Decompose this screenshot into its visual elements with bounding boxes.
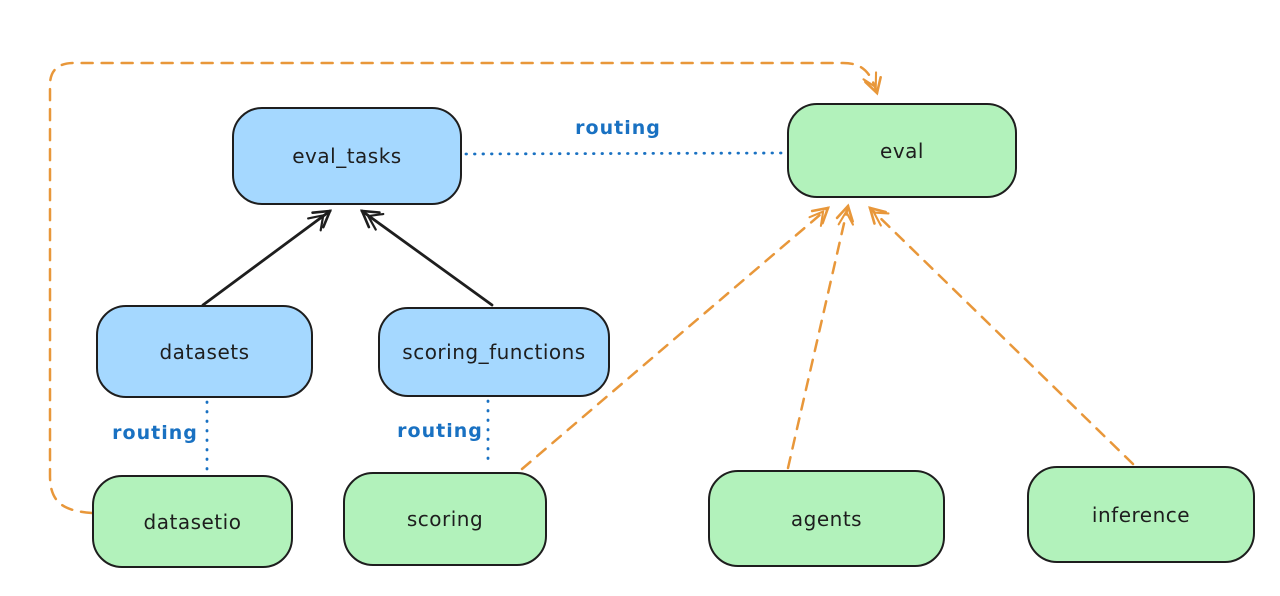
node-scoring-label: scoring <box>406 507 484 531</box>
node-scoring-functions: scoring_functions <box>378 307 610 397</box>
node-eval: eval <box>787 103 1017 198</box>
edge-label-routing-eval-tasks-eval: routing <box>575 117 661 139</box>
node-datasets-label: datasets <box>159 339 250 364</box>
node-datasetio: datasetio <box>92 475 293 568</box>
edge-datasetio-to-eval-loop <box>48 61 882 515</box>
node-datasetio-label: datasetio <box>143 509 242 534</box>
edge-eval-tasks-to-eval-routing <box>464 151 785 156</box>
node-eval-tasks-label: eval_tasks <box>292 144 402 168</box>
edge-agents-to-eval <box>786 203 855 470</box>
node-inference-label: inference <box>1091 502 1191 527</box>
node-eval-tasks: eval_tasks <box>232 107 462 205</box>
node-scoring: scoring <box>343 472 547 566</box>
node-agents-label: agents <box>790 506 863 531</box>
edge-label-routing-datasets-datasetio: routing <box>112 422 198 444</box>
node-inference: inference <box>1027 466 1255 563</box>
edge-label-routing-scoring-functions-scoring: routing <box>397 420 483 442</box>
edge-datasets-to-eval-tasks <box>201 209 333 307</box>
node-datasets: datasets <box>96 305 313 398</box>
node-agents: agents <box>708 470 945 567</box>
node-eval-label: eval <box>880 138 924 163</box>
node-scoring-functions-label: scoring_functions <box>402 340 586 364</box>
edge-inference-to-eval <box>868 206 1135 466</box>
edge-scoring-functions-to-eval-tasks <box>359 209 494 307</box>
edge-scoring-to-eval <box>520 206 830 471</box>
